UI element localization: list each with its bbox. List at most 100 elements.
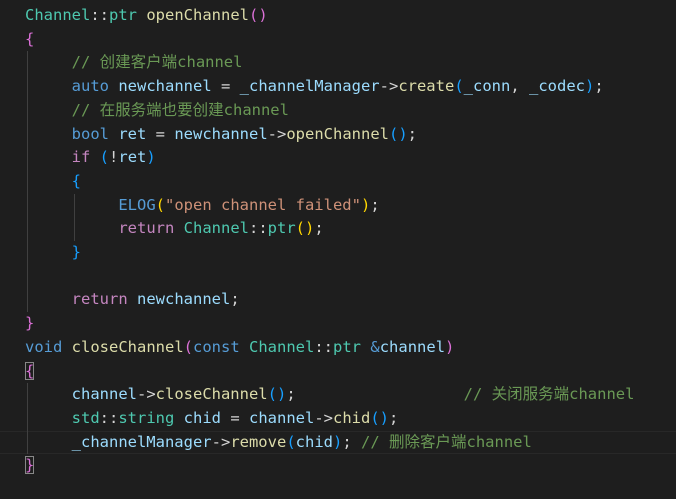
code-token: channel: [379, 337, 446, 356]
code-text: void closeChannel(const Channel::ptr &ch…: [25, 336, 454, 360]
code-token: auto: [71, 77, 109, 96]
code-line[interactable]: Channel::ptr openChannel(): [0, 4, 676, 28]
code-token: ;: [230, 290, 240, 309]
code-token: std: [71, 408, 100, 427]
code-token: [109, 125, 118, 143]
code-token: (: [286, 432, 296, 451]
code-token: ): [332, 432, 343, 451]
code-line[interactable]: auto newchannel = _channelManager->creat…: [0, 75, 676, 99]
code-text: ELOG("open channel failed");: [118, 194, 379, 218]
code-line[interactable]: if (!ret): [0, 146, 676, 170]
code-token: ;: [594, 77, 604, 96]
code-token: ELOG: [118, 195, 156, 214]
code-token: return: [71, 290, 128, 309]
code-text: Channel::ptr openChannel(): [25, 4, 268, 28]
code-token: // 创建客户端channel: [71, 53, 243, 72]
code-text: if (!ret): [72, 146, 156, 170]
code-token: _channelManager: [71, 432, 212, 451]
code-token: ;: [389, 408, 399, 427]
code-text: {: [25, 28, 34, 52]
code-token: [109, 77, 118, 95]
code-token: }: [25, 314, 35, 333]
code-line[interactable]: return newchannel;: [0, 288, 676, 312]
code-token: [62, 338, 71, 356]
code-text: }: [25, 312, 34, 336]
code-text: std::string chid = channel->chid();: [72, 407, 399, 431]
code-text: bool ret = newchannel->openChannel();: [72, 123, 417, 147]
code-line[interactable]: // 在服务端也要创建channel: [0, 99, 676, 123]
code-token: chid: [295, 432, 333, 451]
code-token: ;: [342, 432, 352, 451]
code-token: newchannel: [137, 290, 231, 309]
code-token: ptr: [333, 337, 362, 356]
code-token: ::: [314, 337, 334, 356]
code-line[interactable]: }: [0, 312, 676, 336]
code-token: ::: [99, 408, 119, 427]
code-token: string: [118, 408, 175, 427]
code-text: }: [25, 454, 35, 478]
code-token: (): [267, 385, 287, 404]
code-token: newchannel: [118, 77, 212, 96]
code-token: openChannel: [146, 6, 249, 24]
code-token: "open channel failed": [165, 195, 361, 214]
code-token: channel: [71, 385, 137, 404]
code-line[interactable]: {: [0, 170, 676, 194]
code-line[interactable]: channel->closeChannel(); // 关闭服务端channel: [0, 383, 676, 407]
code-line[interactable]: [0, 265, 676, 289]
code-token: }: [25, 456, 35, 475]
code-token: create: [398, 77, 455, 96]
code-token: ): [146, 148, 156, 167]
code-token: Channel: [249, 337, 315, 356]
indent-guide: [73, 193, 75, 241]
code-token: [128, 290, 137, 308]
code-token: [174, 409, 183, 427]
code-token: // 在服务端也要创建channel: [71, 100, 289, 119]
code-token: ->: [314, 408, 333, 427]
code-line[interactable]: {: [0, 360, 676, 384]
code-text: }: [72, 241, 81, 265]
code-line[interactable]: {: [0, 28, 676, 52]
code-token: openChannel: [286, 124, 389, 143]
code-token: ->: [136, 385, 156, 404]
code-line[interactable]: }: [0, 241, 676, 265]
code-text: {: [25, 360, 35, 384]
code-line[interactable]: _channelManager->remove(chid); // 删除客户端c…: [0, 431, 676, 455]
indent-guide: [27, 383, 28, 455]
code-text: channel->closeChannel(); // 关闭服务端channel: [72, 383, 635, 407]
code-line[interactable]: return Channel::ptr();: [0, 217, 676, 241]
code-token: =: [221, 408, 249, 427]
code-token: // 删除客户端channel: [361, 432, 532, 451]
code-token: [296, 385, 464, 403]
code-line[interactable]: }: [0, 454, 676, 478]
code-token: remove: [230, 432, 287, 451]
code-token: chid: [333, 408, 371, 427]
code-token: [361, 338, 370, 356]
code-token: ): [445, 337, 455, 356]
code-text: {: [72, 170, 81, 194]
code-token: }: [71, 243, 81, 261]
code-text: // 创建客户端channel: [72, 51, 243, 75]
code-text: return Channel::ptr();: [118, 217, 323, 241]
code-token: ;: [286, 385, 296, 404]
code-token: ptr: [109, 6, 137, 24]
code-line[interactable]: void closeChannel(const Channel::ptr &ch…: [0, 336, 676, 360]
code-token: ;: [407, 124, 417, 143]
code-token: (: [183, 337, 193, 356]
code-token: ->: [267, 124, 287, 143]
code-line[interactable]: // 创建客户端channel: [0, 51, 676, 75]
code-token: {: [25, 29, 35, 48]
code-line[interactable]: ELOG("open channel failed");: [0, 194, 676, 218]
code-text: return newchannel;: [72, 288, 240, 312]
code-token: newchannel: [174, 124, 268, 143]
code-token: =: [146, 124, 175, 143]
code-token: bool: [71, 124, 109, 143]
code-line[interactable]: bool ret = newchannel->openChannel();: [0, 123, 676, 147]
code-line[interactable]: std::string chid = channel->chid();: [0, 407, 676, 431]
code-token: ;: [314, 219, 324, 238]
code-token: ->: [211, 432, 231, 451]
code-token: ->: [379, 77, 399, 96]
code-token: ;: [370, 195, 380, 214]
current-line-highlight: [0, 430, 676, 455]
code-token: (): [370, 408, 389, 427]
